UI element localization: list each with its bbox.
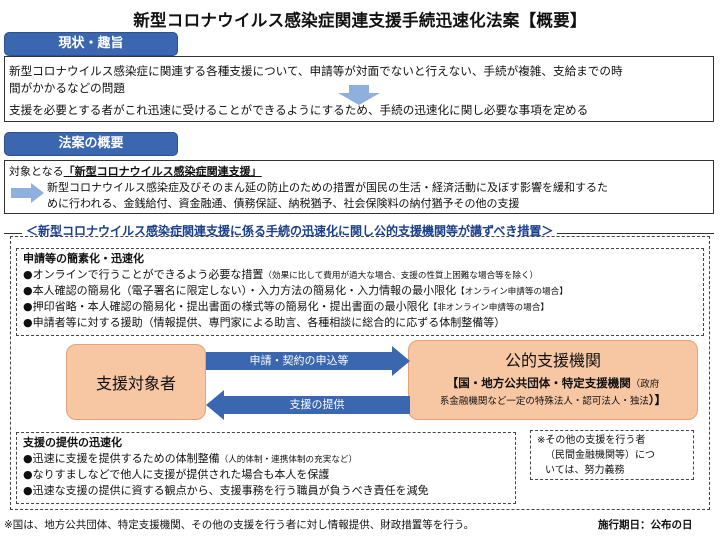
institution-line-1b: （政府 — [630, 379, 660, 390]
other-note-line: （民間金融機関等）につ — [545, 450, 655, 461]
speed-item: ●迅速な支援の提供に資する観点から、支援事務を行う職員が負うべき責任を減免 — [23, 483, 429, 499]
outline-section-tag: 法案の概要 — [4, 132, 178, 156]
institution-line-1: 【国・地方公共団体・特定支援機関（政府 — [409, 375, 697, 393]
simplify-item-note: 【非オンライン申請等の場合】 — [428, 303, 549, 313]
speed-item-main: ●なりすましなどで他人に支援が提供された場合も本人を保護 — [23, 468, 330, 481]
speed-box: 支援の提供の迅速化 ●迅速に支援を提供するための体制整備（人的体制・連携体制の充… — [16, 432, 516, 504]
measures-frame — [10, 236, 710, 510]
page-title: 新型コロナウイルス感染症関連支援手続迅速化法案【概要】 — [133, 11, 587, 30]
speed-item: ●迅速に支援を提供するための体制整備（人的体制・連携体制の充実など） — [23, 451, 357, 468]
apply-arrow-label: 申請・契約の申込等 — [249, 354, 349, 367]
simplify-item: ●申請者等に対する援助（情報提供、専門家による助言、各種相談に総合的に応ずる体制… — [23, 315, 505, 331]
simplify-item: ●本人確認の簡易化（電子署名に限定しない）・入力方法の簡易化・入力情報の最小限化… — [23, 283, 568, 300]
provide-arrow: 支援の提供 — [206, 390, 410, 420]
other-note-line: ※その他の支援を行う者 — [537, 435, 646, 446]
target-desc-a: 新型コロナウイルス感染症及びそのまん延の防止のための措置が国民の生活・経済活動に… — [47, 181, 608, 194]
measures-heading: ＜新型コロナウイルス感染症関連支援に係る手続の迅速化に関し公的支援機関等が講ずべ… — [22, 222, 558, 239]
target-description: 新型コロナウイルス感染症及びそのまん延の防止のための措置が国民の生活・経済活動に… — [47, 180, 711, 212]
speed-title: 支援の提供の迅速化 — [23, 436, 122, 449]
target-prefix: 対象となる — [9, 165, 64, 178]
simplify-item-main: ●申請者等に対する援助（情報提供、専門家による助言、各種相談に総合的に応ずる体制… — [23, 316, 506, 329]
status-section-tag: 現状・趣旨 — [4, 32, 178, 56]
simplify-item: ●押印省略・本人確認の簡易化・提出書面の様式等の簡易化・提出書面の最小限化【非オ… — [23, 299, 549, 316]
institution-line-2: 系金融機関など一定の特殊法人・認可法人・独法）】 — [409, 393, 697, 409]
simplify-title: 申請等の簡素化・迅速化 — [23, 252, 144, 265]
status-text-1: 新型コロナウイルス感染症に関連する各種支援について、申請等が対面でないと行えない… — [9, 63, 709, 96]
target-label: 対象となる「新型コロナウイルス感染症関連支援」 — [9, 164, 262, 180]
speed-item-main: ●迅速に支援を提供するための体制整備 — [23, 452, 220, 465]
other-note-line: いては、努力義務 — [545, 465, 625, 476]
outline-box: 対象となる「新型コロナウイルス感染症関連支援」 新型コロナウイルス感染症及びその… — [4, 160, 714, 214]
institution-line-2a: 系金融機関など一定の特殊法人・認可法人・独法 — [439, 396, 649, 407]
support-recipient-box: 支援対象者 — [66, 344, 206, 420]
status-line-1b: 間がかかるなどの問題 — [9, 80, 125, 95]
status-line-1a: 新型コロナウイルス感染症に関連する各種支援について、申請等が対面でないと行えない… — [9, 64, 623, 78]
right-arrow-icon — [11, 183, 45, 203]
status-box: 新型コロナウイルス感染症に関連する各種支援について、申請等が対面でないと行えない… — [4, 56, 714, 122]
speed-item-note: （人的体制・連携体制の充実など） — [219, 455, 358, 465]
speed-item: ●なりすましなどで他人に支援が提供された場合も本人を保護 — [23, 467, 329, 483]
effective-date: 施行期日：公布の日 — [598, 519, 693, 531]
footer-note: ※国は、地方公共団体、特定支援機関、その他の支援を行う者に対し情報提供、財政措置… — [4, 519, 475, 531]
institution-line-2b: ）】 — [648, 393, 667, 407]
target-term: 「新型コロナウイルス感染症関連支援」 — [63, 165, 262, 178]
institution-title: 公的支援機関 — [504, 351, 601, 370]
simplify-item-main: ●本人確認の簡易化（電子署名に限定しない）・入力方法の簡易化・入力情報の最小限化 — [23, 284, 457, 297]
apply-arrow: 申請・契約の申込等 — [206, 346, 410, 376]
simplify-item-note: 【オンライン申請等の場合】 — [456, 287, 568, 297]
measures-heading-row: ＜新型コロナウイルス感染症関連支援に係る手続の迅速化に関し公的支援機関等が講ずべ… — [4, 222, 714, 242]
down-arrow-icon — [336, 85, 382, 105]
provide-arrow-label: 支援の提供 — [289, 398, 345, 411]
simplify-item-note: （効果に比して費用が過大な場合、支援の性質上困難な場合等を除く） — [263, 271, 539, 281]
simplify-box: 申請等の簡素化・迅速化 ●オンラインで行うことができるよう必要な措置（効果に比し… — [16, 248, 704, 336]
institution-line-1a: 【国・地方公共団体・特定支援機関 — [446, 376, 631, 390]
simplify-item: ●オンラインで行うことができるよう必要な措置（効果に比して費用が過大な場合、支援… — [23, 267, 538, 284]
simplify-item-main: ●押印省略・本人確認の簡易化・提出書面の様式等の簡易化・提出書面の最小限化 — [23, 300, 429, 313]
target-desc-b: めに行われる、金銭給付、資金融通、債務保証、納税猶予、社会保険料の納付猶予その他… — [47, 197, 520, 210]
speed-item-main: ●迅速な支援の提供に資する観点から、支援事務を行う職員が負うべき責任を減免 — [23, 484, 429, 497]
public-support-institution-box: 公的支援機関 【国・地方公共団体・特定支援機関（政府 系金融機関など一定の特殊法… — [408, 340, 698, 420]
other-support-note: ※その他の支援を行う者 （民間金融機関等）につ いては、努力義務 — [530, 430, 694, 480]
simplify-item-main: ●オンラインで行うことができるよう必要な措置 — [23, 268, 264, 281]
status-line-2: 支援を必要とする者がこれ迅速に受けることができるようにするため、手続の迅速化に関… — [9, 103, 589, 117]
